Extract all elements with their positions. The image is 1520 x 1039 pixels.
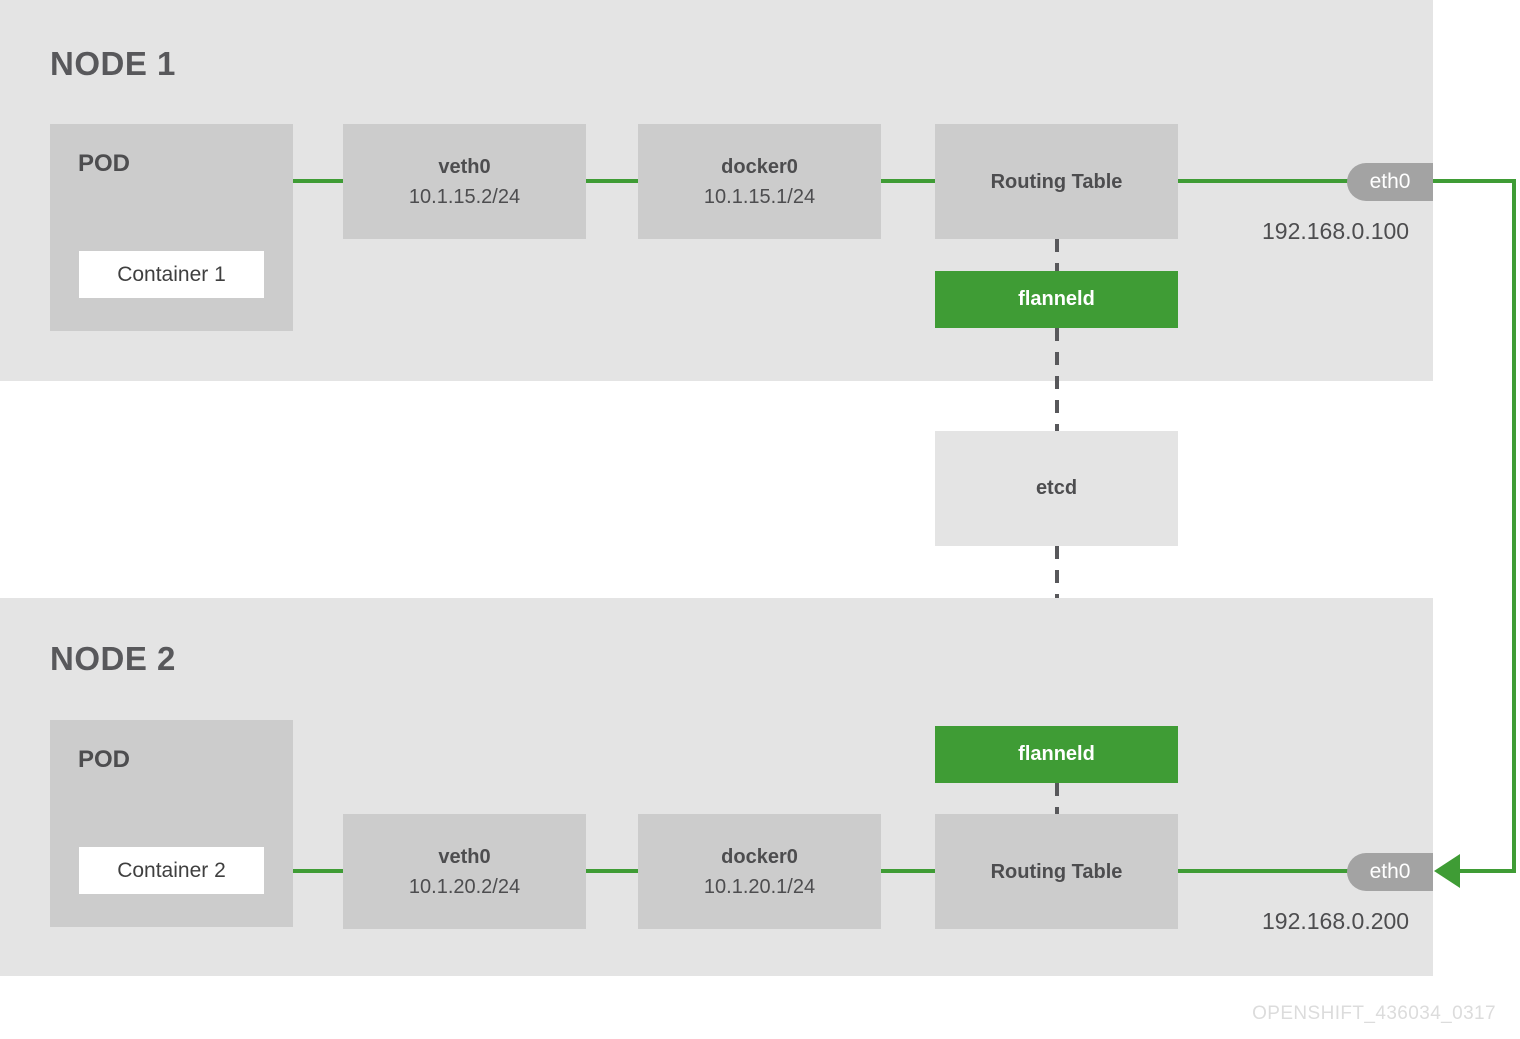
external-link-bottom-segment <box>1460 869 1516 873</box>
external-link-vertical-segment <box>1512 179 1516 871</box>
node2-link-veth-docker <box>586 869 638 873</box>
etcd-box: etcd <box>935 431 1178 546</box>
node1-docker0-name: docker0 <box>721 155 798 178</box>
node1-pod-label: POD <box>78 150 131 177</box>
node1-routing-table-box: Routing Table <box>935 124 1178 239</box>
node2-dash-flanneld-to-routing <box>1055 783 1059 814</box>
node2-pod-box: POD <box>50 720 293 927</box>
node1-dash-flanneld-to-etcd <box>1055 328 1059 431</box>
external-link-arrowhead-icon <box>1434 854 1460 888</box>
node2-docker0-address: 10.1.20.1/24 <box>703 875 816 898</box>
node1-link-docker-routing <box>881 179 935 183</box>
node1-routing-table-label: Routing Table <box>990 170 1123 193</box>
node2-title: NODE 2 <box>50 640 176 677</box>
node2-veth0-name: veth0 <box>438 845 491 868</box>
node2-docker0-name: docker0 <box>721 845 798 868</box>
node1-flanneld-box: flanneld <box>935 271 1178 328</box>
node2-pod-label: POD <box>78 746 131 773</box>
node1-docker0-box: docker0 10.1.15.1/24 <box>638 124 881 239</box>
node2-eth0-address: 192.168.0.200 <box>1262 908 1410 934</box>
node2-docker0-box: docker0 10.1.20.1/24 <box>638 814 881 929</box>
node2-flanneld-box: flanneld <box>935 726 1178 783</box>
node2-routing-table-box: Routing Table <box>935 814 1178 929</box>
node1-title: NODE 1 <box>50 45 176 82</box>
node1-container-box: Container 1 <box>79 251 264 298</box>
node2-eth0-pill: eth0 <box>1347 853 1433 891</box>
node2-link-routing-eth <box>1178 869 1358 873</box>
node1-docker0-address: 10.1.15.1/24 <box>703 185 816 208</box>
node1-dash-routing-to-flanneld <box>1055 239 1059 271</box>
node2-veth0-box: veth0 10.1.20.2/24 <box>343 814 586 929</box>
node1-eth0-address: 192.168.0.100 <box>1262 218 1410 244</box>
node2-link-docker-routing <box>881 869 935 873</box>
external-link-top-segment <box>1433 179 1516 183</box>
node1-link-pod-veth <box>293 179 343 183</box>
node1-pod-box: POD <box>50 124 293 331</box>
footer-reference-code: OPENSHIFT_436034_0317 <box>1252 1003 1496 1024</box>
node2-routing-table-label: Routing Table <box>990 860 1123 883</box>
node2-veth0-address: 10.1.20.2/24 <box>408 875 521 898</box>
node1-veth0-name: veth0 <box>438 155 491 178</box>
node1-veth0-box: veth0 10.1.15.2/24 <box>343 124 586 239</box>
node1-link-routing-eth <box>1178 179 1358 183</box>
node2-link-pod-veth <box>293 869 343 873</box>
node2-container-box: Container 2 <box>79 847 264 894</box>
node1-eth0-pill: eth0 <box>1347 163 1433 201</box>
node1-link-veth-docker <box>586 179 638 183</box>
node1-veth0-address: 10.1.15.2/24 <box>408 185 521 208</box>
